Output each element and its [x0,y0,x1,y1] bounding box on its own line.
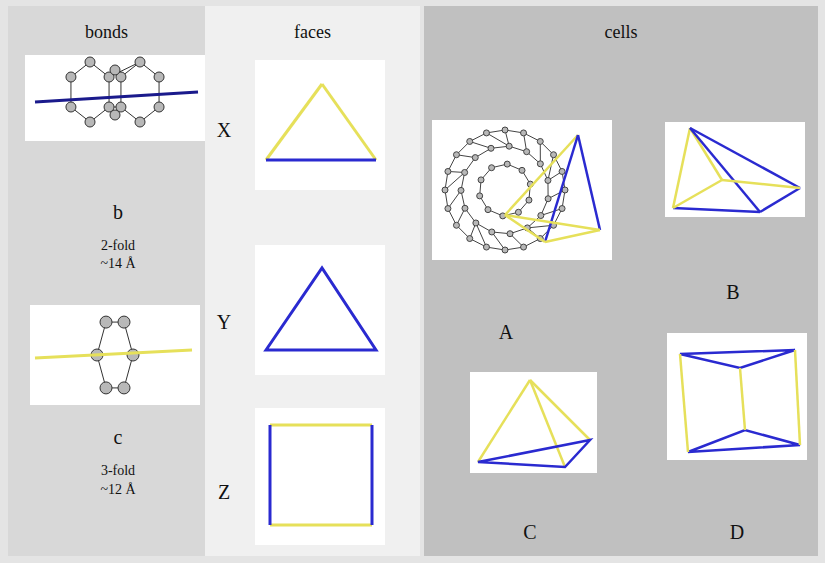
panel-band: cells [424,6,818,556]
cell-letter: A [499,321,513,344]
symmetry-label: 3-fold [101,463,135,479]
face-letter: Y [217,311,231,334]
bond-letter: c [114,426,123,449]
face-letter: Z [218,481,230,504]
cell-letter: C [523,521,536,544]
bond-letter: b [113,201,123,224]
face-letter: X [217,119,231,142]
length-label: ~12 Å [100,482,135,498]
panel-heading: cells [424,6,818,43]
panel-heading: faces [205,6,420,43]
symmetry-label: 2-fold [101,238,135,254]
panel-heading: bonds [8,6,205,43]
length-label: ~14 Å [100,256,135,272]
cell-letter: D [730,521,744,544]
cell-letter: B [726,281,739,304]
